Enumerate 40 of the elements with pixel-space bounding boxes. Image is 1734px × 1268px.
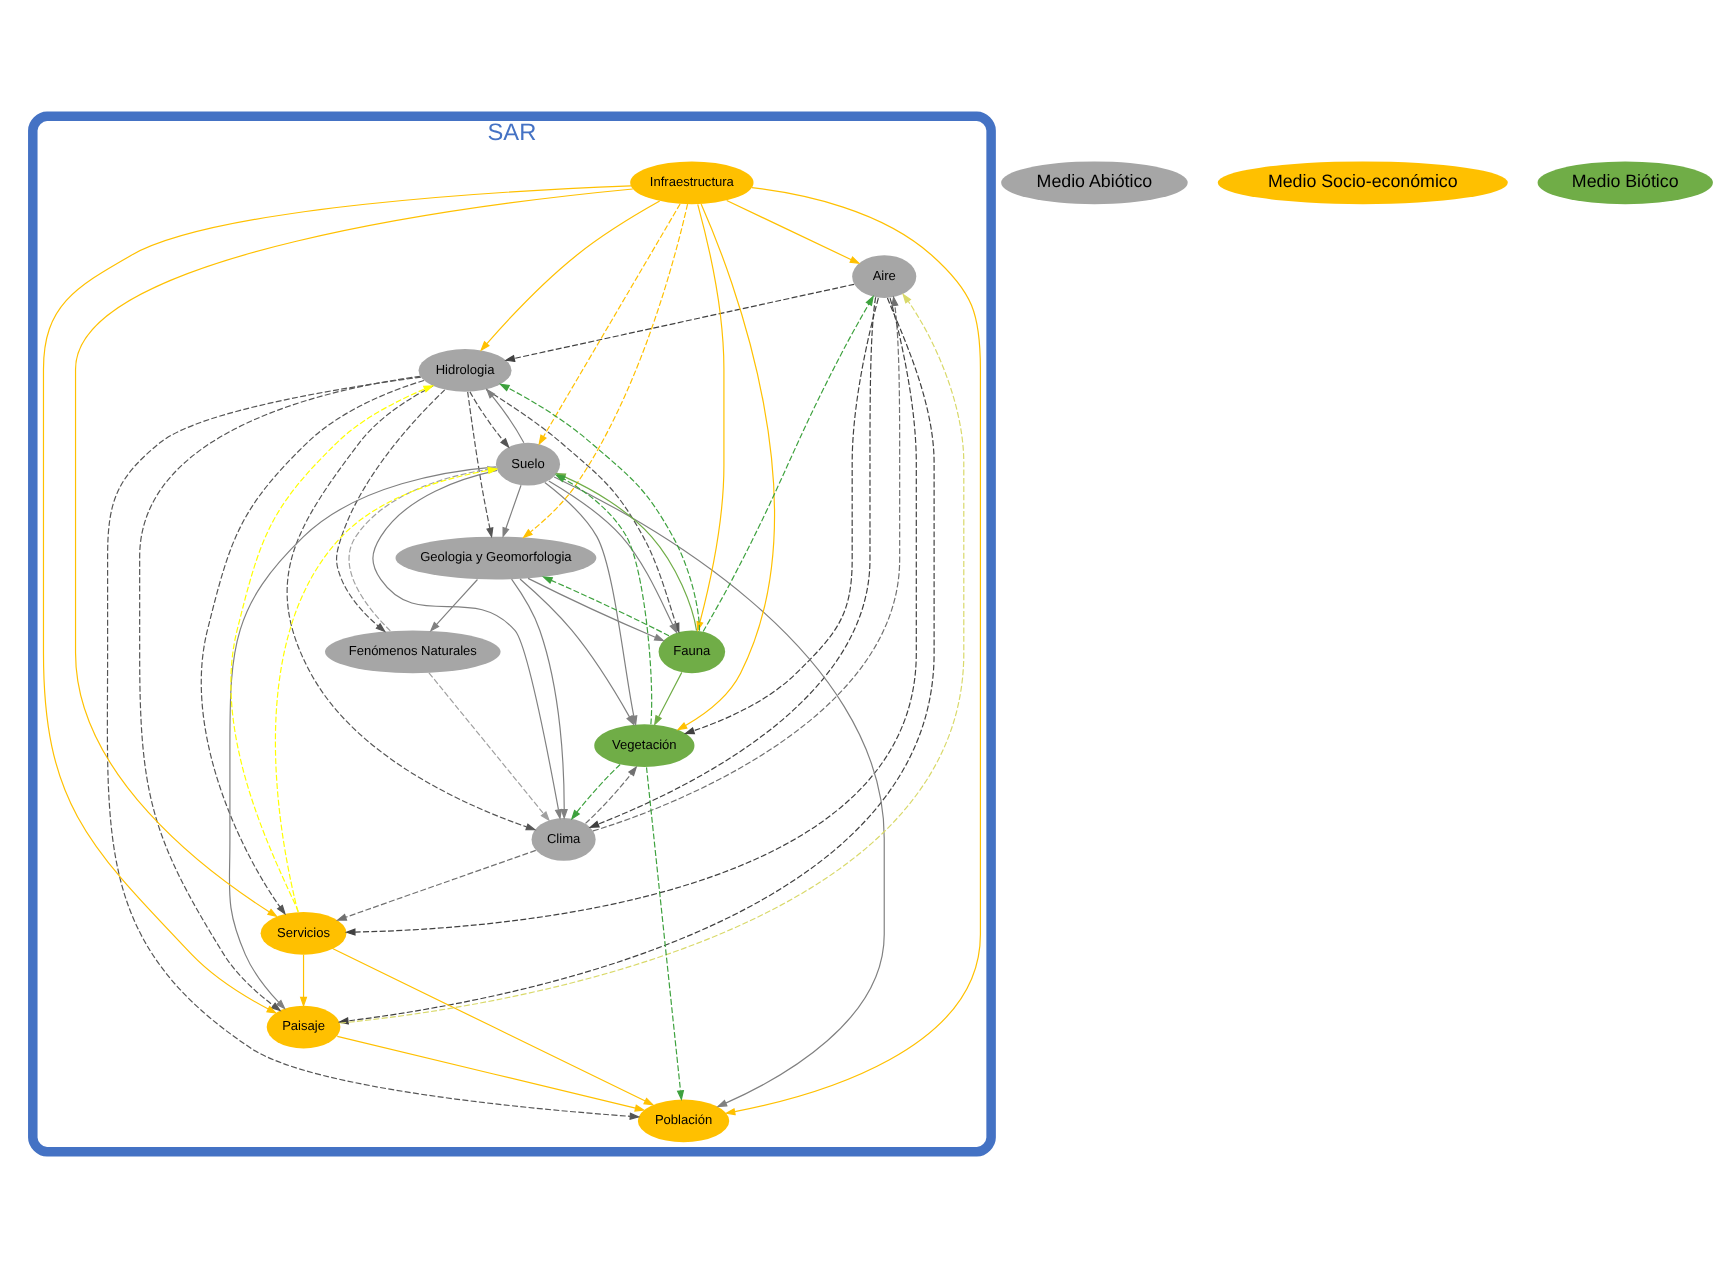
arrow	[509, 578, 567, 820]
arrow	[334, 389, 445, 633]
arrow	[540, 576, 669, 637]
arrow	[723, 187, 980, 1116]
arrow	[569, 763, 620, 821]
arrow	[371, 469, 562, 820]
arrow	[675, 203, 774, 731]
arrow	[428, 578, 478, 633]
arrow	[725, 199, 860, 265]
arrow	[41, 185, 631, 1014]
arrow	[701, 295, 873, 633]
arrow	[331, 948, 654, 1106]
arrow	[537, 203, 680, 446]
arrow	[503, 283, 854, 362]
node-ellipse: Medio Socio-económico	[1216, 161, 1507, 205]
arrow	[466, 391, 493, 539]
arrow	[682, 297, 878, 735]
node-ellipse: Medio Biótico	[1536, 161, 1712, 205]
arrow	[652, 671, 682, 727]
arrow	[229, 385, 434, 913]
arrow	[521, 203, 688, 539]
arrow	[285, 385, 536, 831]
arrow	[298, 954, 307, 1008]
arrow	[583, 765, 637, 824]
arrow	[335, 1035, 645, 1112]
arrow	[479, 200, 660, 352]
arrow	[501, 484, 521, 539]
arrow	[335, 849, 536, 921]
node-ellipse: Medio Abiótico	[1000, 161, 1187, 205]
arrow	[484, 388, 524, 444]
arrow	[343, 297, 916, 936]
arrow	[526, 577, 664, 642]
arrow	[552, 476, 884, 1108]
arrow	[468, 391, 509, 449]
arrow	[644, 766, 684, 1101]
arrow	[518, 578, 634, 727]
arrow	[427, 672, 550, 822]
arrow	[73, 188, 633, 918]
arrow	[199, 379, 424, 916]
arrow	[138, 375, 420, 1012]
